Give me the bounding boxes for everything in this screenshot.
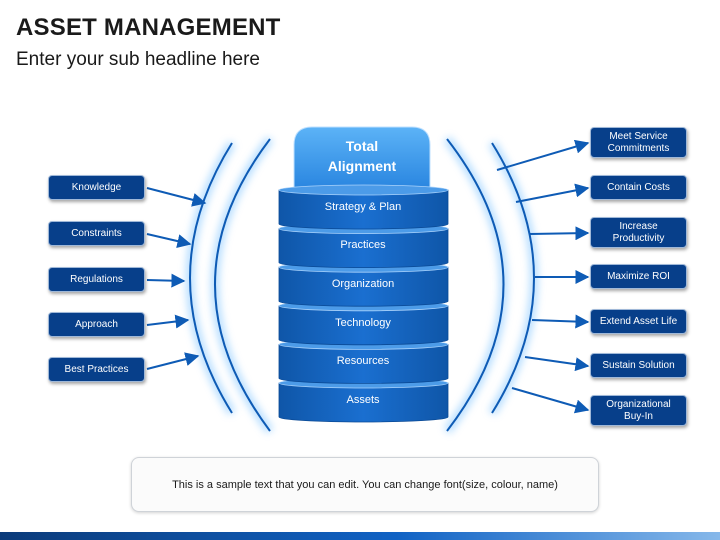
arrow-extend-asset-life (531, 314, 590, 329)
page-subtitle: Enter your sub headline here (16, 49, 260, 70)
right-item-increase-productivity: Increase Productivity (590, 217, 687, 248)
layer-label-technology: Technology (335, 317, 391, 329)
total-alignment-cap (293, 126, 431, 189)
layer-label-organization: Organization (331, 278, 395, 290)
arrow-approach (146, 314, 190, 329)
left-item-constraints: Constraints (48, 221, 145, 246)
layer-disc-body (278, 382, 449, 423)
right-item-line1: Meet Service (609, 130, 668, 142)
left-arrows (146, 187, 207, 370)
right-item-line2: Productivity (612, 232, 665, 244)
layer-disc-body (278, 228, 449, 268)
right-item-line1: Contain Costs (607, 181, 670, 193)
left-item-regulations: Regulations (48, 267, 145, 292)
right-arc-glow (443, 136, 538, 434)
left-item-best-practices: Best Practices (48, 357, 145, 382)
layer-label-assets: Assets (346, 394, 380, 406)
left-outer-arc (214, 138, 271, 432)
right-item-meet-service: Meet Service Commitments (590, 127, 687, 158)
arrow-regulations (146, 273, 186, 288)
footer-bar (0, 532, 720, 540)
layer-label-resources: Resources (336, 355, 390, 367)
arrow-contain-costs (515, 183, 590, 203)
right-item-maximize-roi: Maximize ROI (590, 264, 687, 289)
right-item-line2: Commitments (607, 142, 670, 154)
arrow-constraints (146, 233, 192, 248)
arrow-knowledge (146, 187, 207, 207)
layer-disc-top (278, 184, 449, 196)
right-item-extend-asset-life: Extend Asset Life (590, 309, 687, 334)
right-item-line1: Extend Asset Life (599, 315, 678, 327)
right-item-line1: Organizational (606, 398, 671, 410)
layer-label-strategy: Strategy & Plan (324, 201, 402, 213)
right-inner-arc (491, 142, 535, 414)
layer-disc-body (278, 305, 449, 346)
layer-disc-body (278, 266, 449, 307)
right-outer-arc (446, 138, 505, 432)
layer-disc-body (278, 344, 449, 384)
right-item-sustain-solution: Sustain Solution (590, 353, 687, 378)
arrow-increase-productivity (529, 226, 590, 241)
right-item-line1: Sustain Solution (602, 359, 675, 371)
arrow-organizational-buy-in (511, 387, 590, 414)
arrow-best-practices (146, 352, 200, 370)
layer-label-practices: Practices (340, 239, 386, 251)
right-item-organizational-buy-in: Organizational Buy-In (590, 395, 687, 426)
right-item-line1: Increase (619, 220, 658, 232)
layer-disc-body (278, 189, 449, 230)
right-item-line2: Buy-In (624, 410, 653, 422)
left-inner-arc (189, 142, 233, 414)
right-item-line1: Maximize ROI (607, 270, 670, 282)
layer-stack (278, 184, 449, 423)
sample-text-box: This is a sample text that you can edit.… (131, 457, 599, 512)
arrow-sustain-solution (524, 356, 590, 372)
top-label-line2: Alignment (327, 158, 397, 174)
left-arc-glow (186, 136, 274, 434)
top-label-line1: Total (345, 138, 379, 154)
left-item-knowledge: Knowledge (48, 175, 145, 200)
arrow-meet-service (496, 139, 590, 171)
page-title: ASSET MANAGEMENT (16, 14, 281, 41)
right-item-contain-costs: Contain Costs (590, 175, 687, 200)
left-item-approach: Approach (48, 312, 145, 337)
layer-disc (278, 184, 449, 230)
right-arrows (496, 139, 590, 414)
